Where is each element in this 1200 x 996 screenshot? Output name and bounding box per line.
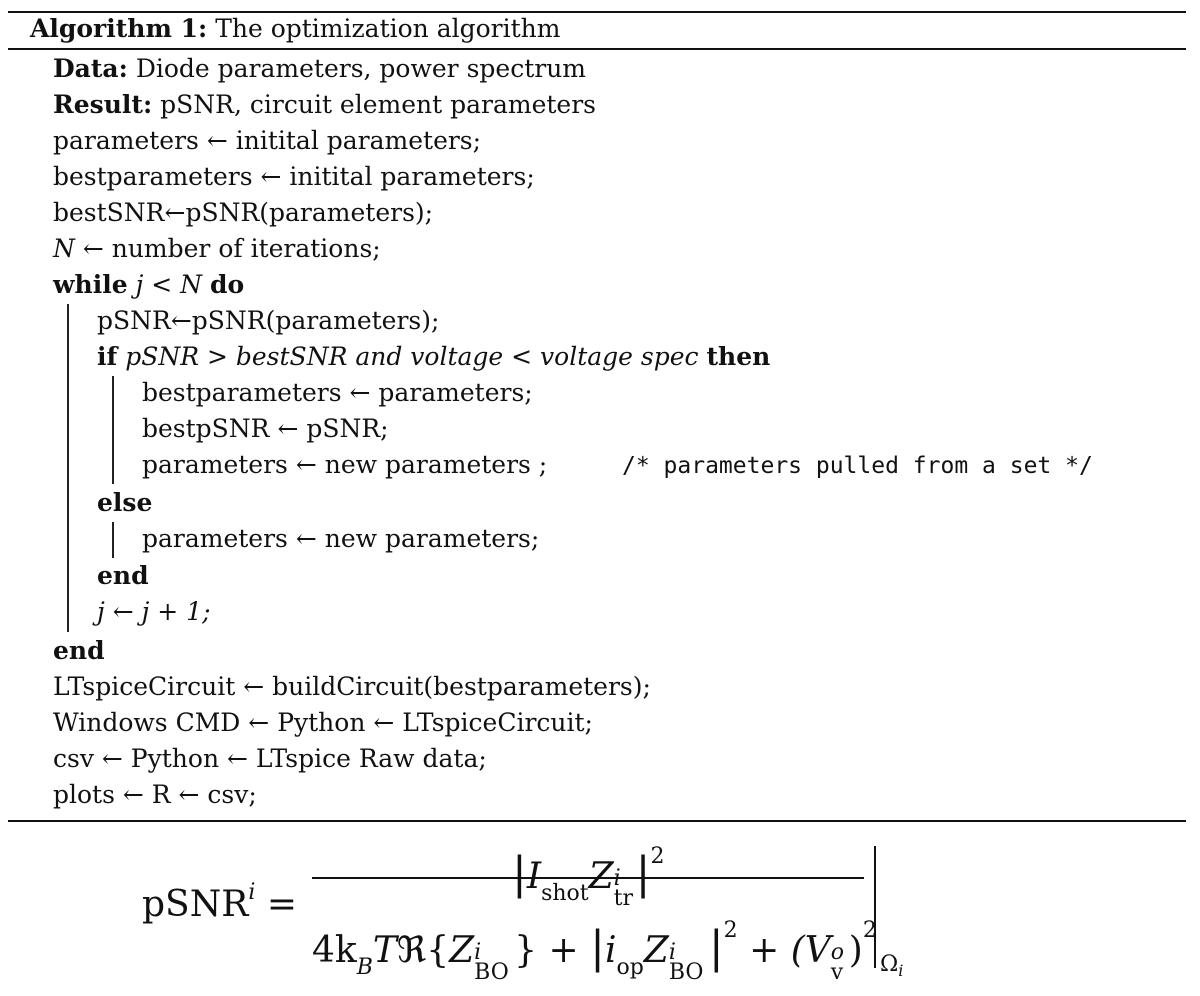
while-line: while j < N do: [53, 270, 244, 300]
den-i: i: [604, 930, 617, 971]
evaluation-bar: [874, 846, 876, 968]
comment: /* parameters pulled from a set */: [622, 453, 1093, 479]
evaluation-subscript: Ωi: [880, 952, 904, 980]
caption-label: Algorithm 1:: [30, 14, 208, 43]
data-text: Diode parameters, power spectrum: [135, 54, 587, 83]
den-o: o: [830, 940, 845, 965]
den-sup-i2: i: [668, 940, 676, 965]
den-T: T: [372, 930, 397, 971]
post-line-2: Windows CMD ← Python ← LTspiceCircuit;: [53, 708, 593, 737]
n-var: N: [53, 234, 75, 263]
bottom-rule: [8, 820, 1186, 822]
omega-i: i: [898, 961, 904, 980]
then-line-2: bestpSNR ← pSNR;: [142, 414, 389, 443]
while-cond: j < N: [135, 270, 203, 299]
den-Z: Z: [449, 930, 475, 971]
post-line-4: plots ← R ← csv;: [53, 780, 257, 809]
else-line: parameters ← new parameters;: [142, 524, 540, 553]
else-block-bar: [112, 522, 114, 558]
den-V: (V: [790, 930, 831, 971]
top-rule: [8, 11, 1186, 13]
den-BO2: BO: [668, 960, 704, 985]
den-op: op: [616, 955, 644, 980]
omega: Ω: [880, 952, 899, 977]
num-tr: tr: [613, 886, 633, 911]
den-v: v: [830, 960, 844, 985]
increment-line: j ← j + 1;: [97, 597, 211, 626]
end-while-kw: end: [53, 636, 105, 665]
num-I: I: [527, 856, 541, 897]
n-text: ← number of iterations;: [74, 234, 381, 263]
init-line-3: bestSNR←pSNR(parameters);: [53, 198, 434, 227]
den-square: 2: [723, 918, 738, 943]
else-kw: else: [97, 488, 153, 517]
init-line-2: bestparameters ← initital parameters;: [53, 162, 535, 191]
lhs-text: pSNR: [142, 884, 249, 925]
then-block-bar: [112, 376, 114, 484]
do-kw: do: [209, 270, 245, 299]
algorithm-caption: Algorithm 1: The optimization algorithm: [30, 14, 560, 44]
result-text: pSNR, circuit element parameters: [160, 90, 596, 119]
then-line-3: parameters ← new parameters ;: [142, 450, 548, 479]
den-close: }: [514, 930, 538, 971]
den-Z2: Z: [643, 930, 669, 971]
den-4k: 4k: [312, 930, 357, 971]
post-line-1: LTspiceCircuit ← buildCircuit(bestparame…: [53, 672, 651, 701]
data-line: Data: Diode parameters, power spectrum: [53, 54, 586, 84]
while-block-bar: [67, 304, 69, 632]
den-square2: 2: [862, 918, 877, 943]
num-Z: Z: [588, 856, 614, 897]
while-kw: while: [53, 270, 128, 299]
then-line-1: bestparameters ← parameters;: [142, 378, 533, 407]
den-BO: BO: [474, 960, 509, 985]
den-paren: ): [848, 930, 863, 971]
formula-lhs: pSNRi =: [142, 880, 297, 925]
den-sup-i: i: [474, 940, 482, 965]
then-kw: then: [706, 342, 771, 371]
lhs-sup: i: [248, 880, 256, 905]
iterations-line: N ← number of iterations;: [53, 234, 381, 264]
result-line: Result: pSNR, circuit element parameters: [53, 90, 596, 120]
equals-sign: =: [266, 884, 297, 925]
num-shot: shot: [541, 881, 589, 906]
den-plus: +: [548, 930, 579, 971]
end-if-kw: end: [97, 561, 149, 590]
loop-first-line: pSNR←pSNR(parameters);: [97, 306, 440, 335]
den-plus2: +: [749, 930, 780, 971]
if-kw: if: [97, 342, 118, 371]
num-square: 2: [650, 844, 665, 869]
formula-numerator: |IshotZitr|2: [512, 844, 665, 911]
den-B: B: [356, 955, 373, 980]
fraction-line: [312, 877, 864, 879]
data-label: Data:: [53, 54, 128, 83]
post-line-3: csv ← Python ← LTspice Raw data;: [53, 744, 487, 773]
if-cond: pSNR > bestSNR and voltage < voltage spe…: [125, 342, 699, 371]
caption-rule: [8, 48, 1186, 50]
result-label: Result:: [53, 90, 153, 119]
den-re: ℜ{: [396, 930, 450, 971]
init-line-1: parameters ← initital parameters;: [53, 126, 482, 155]
if-line: if pSNR > bestSNR and voltage < voltage …: [97, 342, 770, 372]
caption-title: The optimization algorithm: [215, 14, 561, 43]
